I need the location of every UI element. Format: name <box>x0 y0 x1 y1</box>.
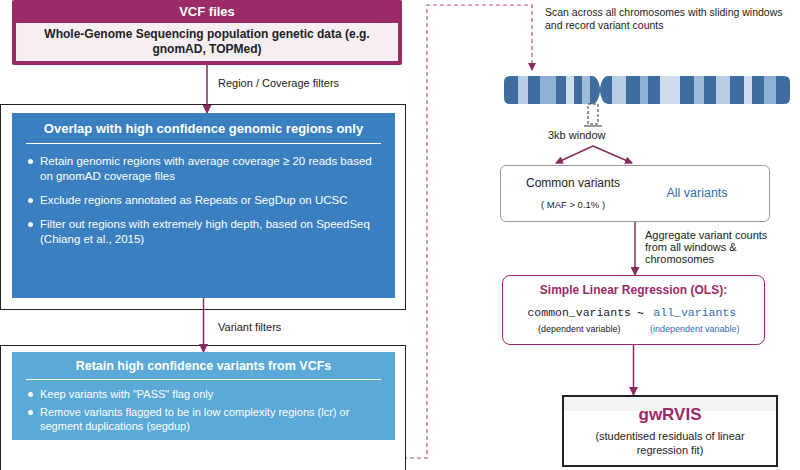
window-label: 3kb window <box>548 129 605 142</box>
box-text: (independent variable) <box>650 323 740 338</box>
box-heading: gwRVIS <box>574 405 766 425</box>
box-text: Retain genomic regions with average cove… <box>40 154 381 184</box>
edge-label: Variant filters <box>218 321 398 334</box>
box-heading: VCF files <box>16 3 398 20</box>
result-box: gwRVIS (studentised residuals of linear r… <box>562 395 778 467</box>
split-arrow <box>556 146 593 163</box>
bullet-item: Filter out regions with extremely high d… <box>26 217 381 247</box>
chromosome <box>504 76 790 104</box>
bullet-dot <box>28 222 33 227</box>
flow-arrow <box>634 222 636 275</box>
box-text: ~ <box>637 306 644 323</box>
flow-arrow <box>206 65 208 113</box>
box-heading: Simple Linear Regression (OLS): <box>527 282 739 301</box>
edge-label: Region / Coverage filters <box>218 77 398 90</box>
variant-box: Common variants ( MAF > 0.1% )All variant… <box>500 165 770 222</box>
edge-label: Aggregate variant counts from all window… <box>645 229 790 265</box>
bullet-dot <box>28 198 33 203</box>
process-box: Overlap with high confidence genomic reg… <box>12 113 395 298</box>
bullet-item: Keep variants with "PASS" flag only <box>26 387 381 401</box>
box-heading: Common variants <box>511 176 635 191</box>
bullet-item: Remove variants flagged to be in low com… <box>26 405 381 433</box>
bullet-item: Retain genomic regions with average cove… <box>26 154 381 184</box>
box-text: all_variants <box>650 306 740 323</box>
box-text: Whole-Genome Sequencing population genet… <box>16 23 398 61</box>
box-text: common_variants <box>527 306 631 323</box>
box-text: (dependent variable) <box>527 323 631 338</box>
flow-arrow <box>203 298 205 352</box>
process-box: Retain high confidence variants from VCF… <box>12 352 395 440</box>
box-heading: Overlap with high confidence genomic reg… <box>26 121 381 144</box>
bullet-item: Exclude regions annotated as Repeats or … <box>26 193 381 208</box>
box-heading: Retain high confidence variants from VCF… <box>26 359 381 380</box>
source-box: VCF filesWhole-Genome Sequencing populat… <box>12 0 402 65</box>
bullet-dot <box>28 392 33 397</box>
box-text: (studentised residuals of linear regress… <box>574 429 766 457</box>
box-text: Remove variants flagged to be in low com… <box>40 405 381 433</box>
box-text: Exclude regions annotated as Repeats or … <box>40 193 381 208</box>
split-arrow <box>593 146 632 163</box>
bullet-dot <box>28 410 33 415</box>
box-text: Keep variants with "PASS" flag only <box>40 387 381 401</box>
window-marker <box>588 104 598 124</box>
note-text: Scan across all chromosomes with sliding… <box>545 6 785 32</box>
box-text: All variants <box>635 186 759 201</box>
window-bracket <box>584 126 602 127</box>
regression-box: Simple Linear Regression (OLS): common_va… <box>502 275 765 345</box>
flow-arrow <box>633 345 635 395</box>
bullet-dot <box>28 159 33 164</box>
box-text: Filter out regions with extremely high d… <box>40 217 381 247</box>
box-text: ( MAF > 0.1% ) <box>511 199 635 211</box>
